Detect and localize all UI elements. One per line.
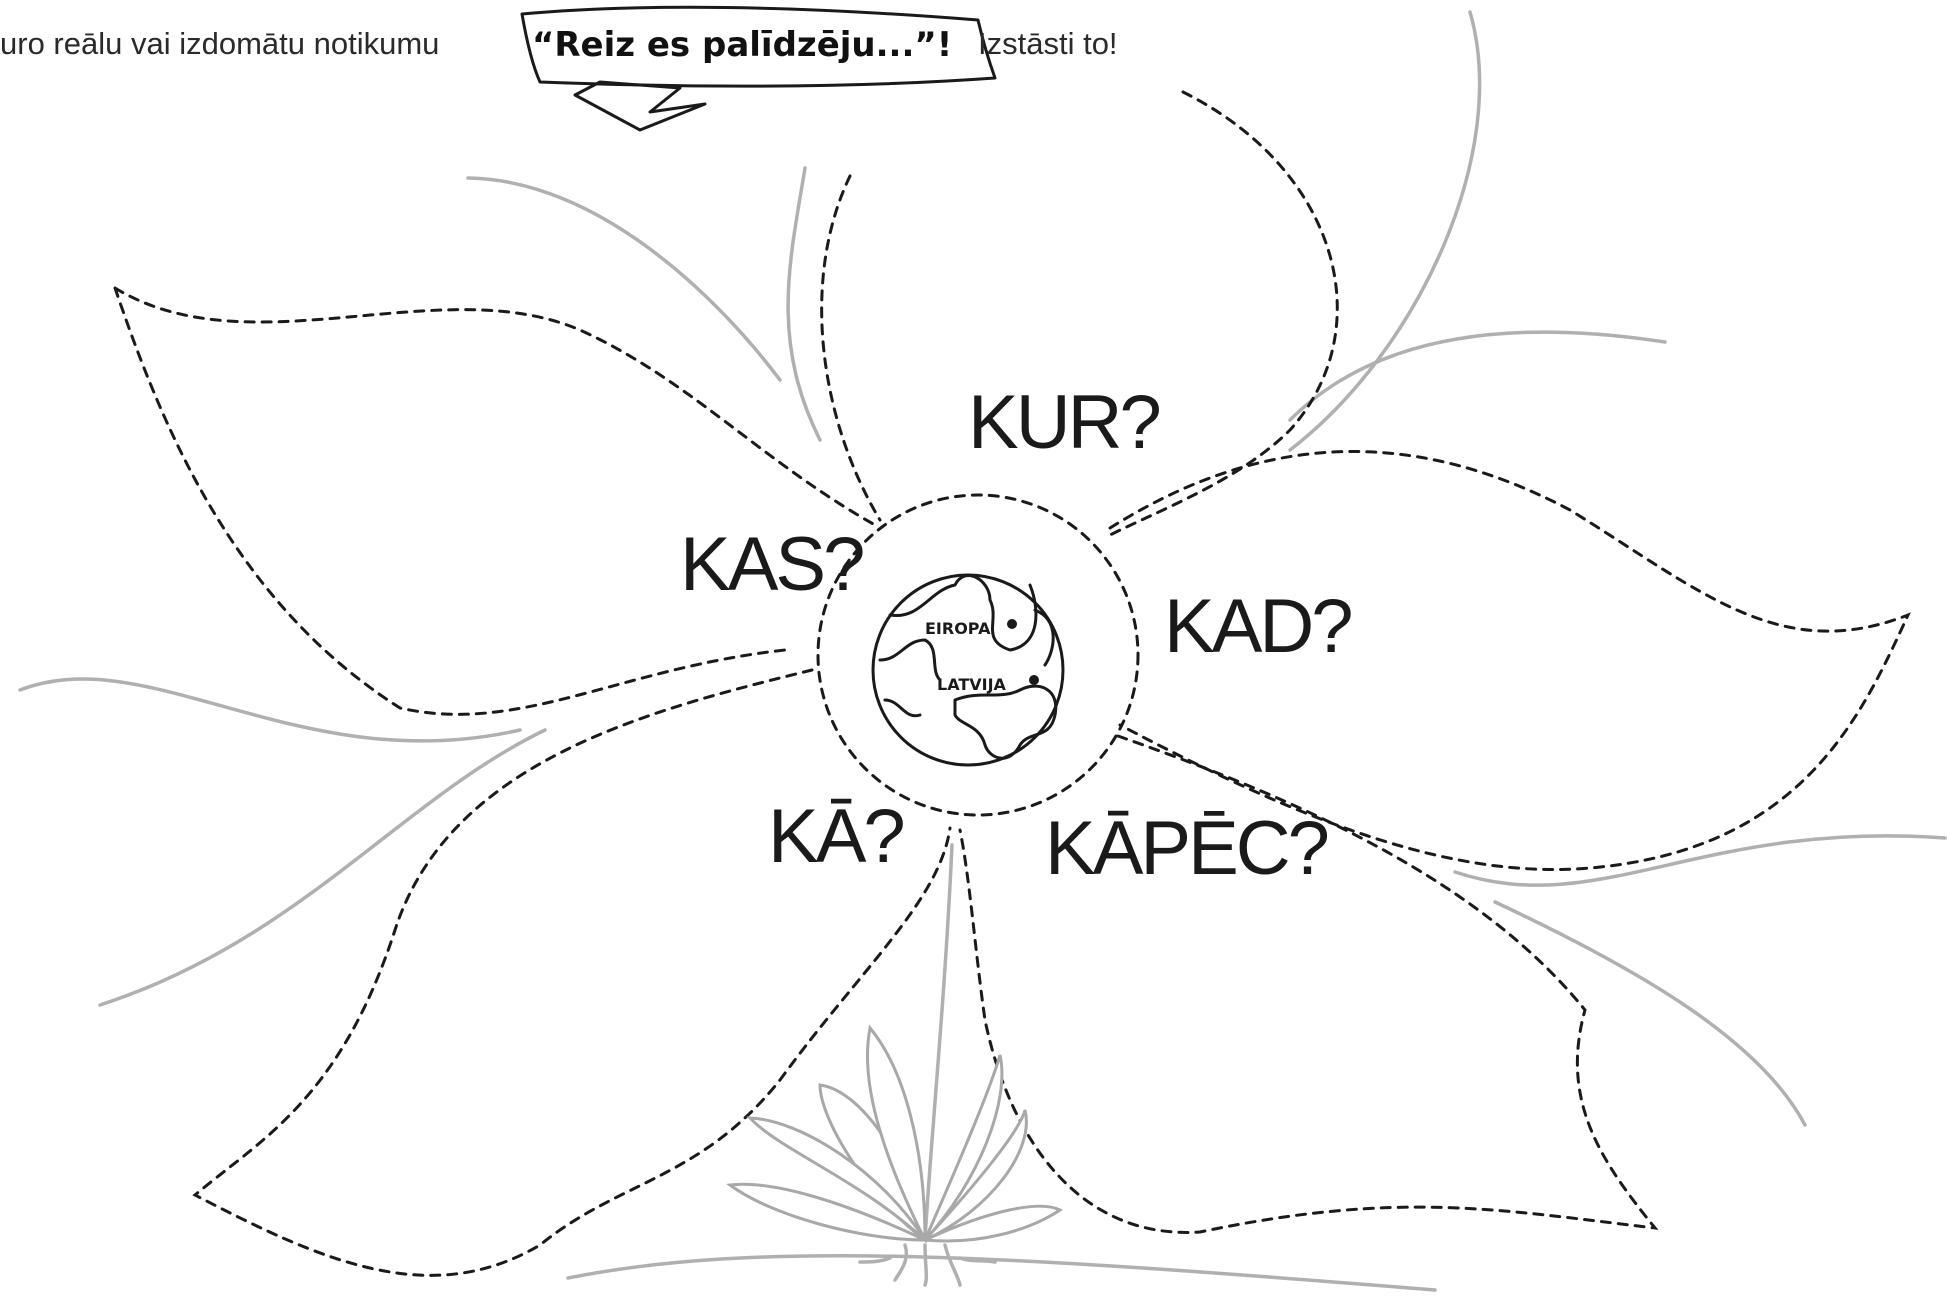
instruction-text-after: Izstāsti to! xyxy=(978,26,1118,61)
center-circle xyxy=(818,495,1138,815)
petal-bottom-left xyxy=(195,670,950,1275)
question-ka: KĀ? xyxy=(768,794,903,879)
question-kad: KAD? xyxy=(1164,584,1351,669)
instruction-line: uro reālu vai izdomātu notikumu “Reiz es… xyxy=(0,7,1118,130)
petal-top xyxy=(822,92,1338,535)
banner-title: “Reiz es palīdzēju...”! xyxy=(532,25,952,65)
instruction-text-before: uro reālu vai izdomātu notikumu xyxy=(0,26,439,61)
globe-label-europe: EIROPA xyxy=(925,619,991,638)
europe-dot xyxy=(1007,619,1017,629)
petal-top-left xyxy=(115,288,875,714)
globe-icon: EIROPA LATVIJA xyxy=(873,575,1063,765)
question-kas: KAS? xyxy=(680,522,863,607)
grey-vines xyxy=(20,12,1945,1290)
plant-icon xyxy=(730,845,1060,1285)
latvia-dot xyxy=(1029,675,1039,685)
petals xyxy=(115,92,1908,1275)
question-kur: KUR? xyxy=(968,380,1159,465)
globe-label-latvia: LATVIJA xyxy=(937,675,1007,694)
question-kapec: KĀPĒC? xyxy=(1045,806,1328,891)
